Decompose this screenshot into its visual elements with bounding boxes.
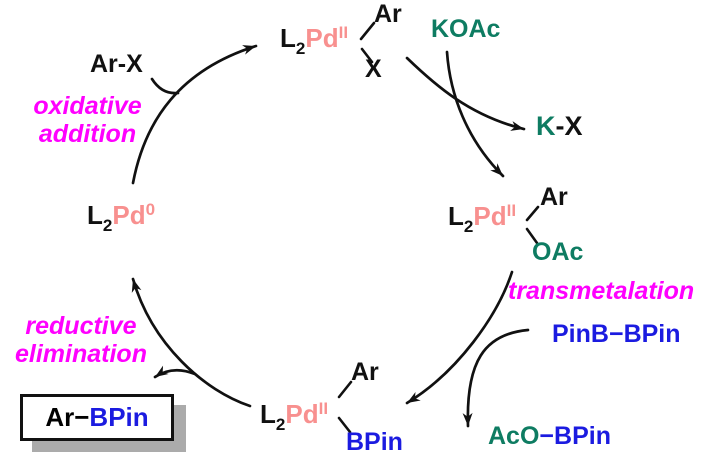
product-bpin-text: BPin <box>89 402 149 432</box>
bottom-complex-bpin-text: BPin <box>346 428 403 456</box>
salt-byproduct-label: K-X <box>536 113 583 140</box>
right-complex-formula: L2PdII <box>448 201 517 235</box>
product-out-arrow <box>153 365 197 379</box>
base-label: KOAc <box>431 17 500 42</box>
right-complex-metal: Pd <box>473 201 507 231</box>
bottom-complex-ar-bond <box>337 380 353 399</box>
aryl-halide-text: Ar-X <box>90 50 143 78</box>
base-in-arrow <box>445 50 505 178</box>
top-complex-formula: L2PdII <box>280 23 349 57</box>
base-text: KOAc <box>431 15 501 43</box>
bottom-complex-bpin-ligand: BPin <box>346 430 403 455</box>
right-complex-ar-bond <box>525 205 540 222</box>
bottom-complex-ligand-symbol: L <box>260 399 276 429</box>
top-complex-ar-ligand: Ar <box>374 2 402 27</box>
top-complex-x-bond <box>360 47 374 64</box>
top-complex-ar-text: Ar <box>374 0 402 28</box>
bottom-complex-oxidation-state: II <box>318 399 329 418</box>
oxidative-addition-line1: oxidative <box>33 92 142 120</box>
salt-x-text: -X <box>555 111 583 141</box>
diboron-label: PinB−BPin <box>552 322 681 347</box>
top-complex-metal: Pd <box>305 23 339 53</box>
diboron-left-text: PinB <box>552 320 609 348</box>
reductive-elimination-line2: elimination <box>15 340 147 368</box>
catalyst-oxidation-state: 0 <box>145 200 156 219</box>
product-bond-dash: − <box>74 402 90 432</box>
catalyst-metal: Pd <box>112 200 146 230</box>
acetate-bond-dash: − <box>539 422 555 450</box>
catalyst-ligand-count: 2 <box>102 216 113 235</box>
right-complex-oac-text: OAc <box>532 238 584 266</box>
right-complex-oxidation-state: II <box>506 201 517 220</box>
top-complex-x-text: X <box>365 55 382 83</box>
acetate-byproduct-label: AcO−BPin <box>488 424 611 449</box>
diboron-right-text: BPin <box>623 320 681 348</box>
aryl-halide-merge-line <box>150 77 180 95</box>
acetate-left-text: AcO <box>488 422 540 450</box>
product-ar-text: Ar <box>45 402 75 432</box>
bottom-complex-ar-ligand: Ar <box>351 360 379 385</box>
salt-k-text: K <box>536 111 556 141</box>
top-complex-ligand-count: 2 <box>295 39 306 58</box>
top-complex-ar-bond <box>359 21 376 41</box>
top-complex-oxidation-state: II <box>338 23 349 42</box>
oxidative-addition-arrow <box>131 44 258 185</box>
transmetalation-label: transmetalation <box>508 277 694 305</box>
bottom-complex-formula: L2PdII <box>260 399 329 433</box>
diboron-in-arrow <box>462 328 530 428</box>
oxidative-addition-line2: addition <box>38 120 137 148</box>
acetate-right-text: BPin <box>554 422 611 450</box>
transmetalation-text: transmetalation <box>508 277 695 305</box>
bottom-complex-bpin-bond <box>337 416 352 434</box>
catalyst-ligand-symbol: L <box>87 200 103 230</box>
oxidative-addition-label: oxidative addition <box>10 92 165 148</box>
bottom-complex-ligand-count: 2 <box>275 415 286 434</box>
pd0-catalyst: L2Pd0 <box>87 200 156 234</box>
right-complex-oac-bond <box>525 227 539 245</box>
reductive-elimination-line1: reductive <box>25 312 137 340</box>
right-complex-ligand-count: 2 <box>463 217 474 236</box>
top-complex-ligand-symbol: L <box>280 23 296 53</box>
diboron-bond-dash: − <box>608 320 624 348</box>
bottom-complex-ar-text: Ar <box>351 358 379 386</box>
bottom-complex-metal: Pd <box>285 399 319 429</box>
right-complex-oac-ligand: OAc <box>532 240 583 265</box>
salt-out-arrow <box>405 56 526 131</box>
reductive-elimination-arrow <box>131 277 252 408</box>
right-complex-ar-text: Ar <box>540 183 568 211</box>
transmetalation-arrow <box>405 270 514 405</box>
top-complex-x-ligand: X <box>365 57 382 82</box>
reductive-elimination-label: reductive elimination <box>0 312 162 368</box>
right-complex-ligand-symbol: L <box>448 201 464 231</box>
aryl-halide-label: Ar-X <box>90 52 143 77</box>
right-complex-ar-ligand: Ar <box>540 185 568 210</box>
product-box: Ar−BPin <box>20 394 174 441</box>
